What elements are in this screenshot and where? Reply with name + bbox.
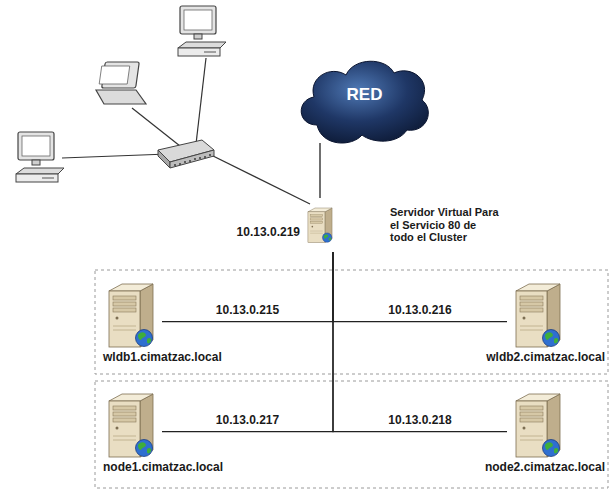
network-link	[162, 252, 333, 322]
server-description: Servidor Virtual Para el Servicio 80 de …	[390, 206, 502, 244]
hostname: node1.cimatzac.local	[103, 461, 223, 475]
server-node: wldb1.cimatzac.local	[100, 282, 162, 348]
hostname: node2.cimatzac.local	[485, 461, 605, 475]
server-node: wldb2.cimatzac.local	[507, 282, 569, 348]
server-node: node1.cimatzac.local	[100, 392, 162, 458]
ip-address: 10.13.0.218	[386, 414, 453, 428]
network-cloud: RED	[297, 55, 432, 147]
hostname: wldb2.cimatzac.local	[486, 351, 605, 365]
ip-address: 10.13.0.216	[386, 304, 453, 318]
server-node: 10.13.0.219Servidor Virtual Para el Serv…	[303, 198, 337, 252]
server-node: node2.cimatzac.local	[507, 392, 569, 458]
cloud-label: RED	[297, 85, 432, 105]
network-link	[319, 143, 320, 198]
ip-address: 10.13.0.219	[237, 226, 300, 240]
network-link	[333, 252, 507, 322]
network-link	[162, 252, 333, 432]
hostname: wldb1.cimatzac.local	[103, 351, 222, 365]
network-link	[333, 252, 507, 432]
ip-address: 10.13.0.215	[214, 304, 281, 318]
ip-address: 10.13.0.217	[214, 414, 281, 428]
